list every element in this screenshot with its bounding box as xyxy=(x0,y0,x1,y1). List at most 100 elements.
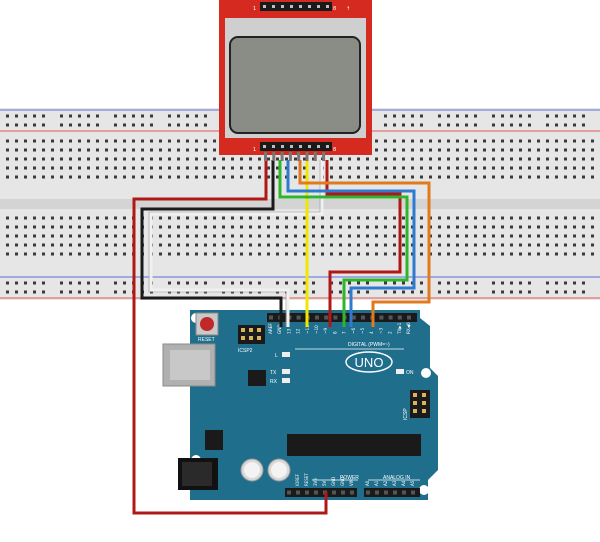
breadboard-hole xyxy=(69,234,72,238)
breadboard-hole xyxy=(69,281,72,285)
reset-button-cap[interactable] xyxy=(200,317,214,331)
breadboard-hole xyxy=(348,225,351,229)
breadboard-hole xyxy=(123,123,126,127)
breadboard-hole xyxy=(402,157,405,161)
breadboard-hole xyxy=(159,225,162,229)
breadboard-hole xyxy=(591,243,594,247)
breadboard-hole xyxy=(258,157,261,161)
breadboard-hole xyxy=(564,139,567,143)
breadboard-hole xyxy=(456,123,459,127)
lcd-pin-leg xyxy=(313,152,317,161)
breadboard-hole xyxy=(258,243,261,247)
breadboard-hole xyxy=(177,148,180,152)
breadboard-hole xyxy=(123,175,126,179)
breadboard-hole xyxy=(537,252,540,256)
breadboard-hole xyxy=(177,252,180,256)
breadboard-hole xyxy=(447,234,450,238)
breadboard-hole xyxy=(60,157,63,161)
breadboard-hole xyxy=(249,234,252,238)
breadboard-hole xyxy=(483,216,486,220)
breadboard-hole xyxy=(501,216,504,220)
breadboard-hole xyxy=(267,234,270,238)
breadboard-hole xyxy=(573,234,576,238)
breadboard-hole xyxy=(393,175,396,179)
breadboard-hole xyxy=(591,139,594,143)
breadboard-hole xyxy=(78,114,81,118)
breadboard-hole xyxy=(60,139,63,143)
breadboard-hole xyxy=(168,234,171,238)
lcd-pin xyxy=(299,145,302,148)
breadboard-hole xyxy=(420,290,423,294)
breadboard-hole xyxy=(357,166,360,170)
breadboard-hole xyxy=(258,216,261,220)
breadboard-hole xyxy=(474,234,477,238)
breadboard-hole xyxy=(447,114,450,118)
breadboard-hole xyxy=(474,281,477,285)
breadboard-hole xyxy=(177,166,180,170)
breadboard-hole xyxy=(240,157,243,161)
breadboard-hole xyxy=(555,225,558,229)
power-pin xyxy=(314,490,318,495)
breadboard-hole xyxy=(447,216,450,220)
breadboard-hole xyxy=(438,139,441,143)
breadboard-hole xyxy=(312,252,315,256)
breadboard-hole xyxy=(456,166,459,170)
breadboard-hole xyxy=(78,225,81,229)
breadboard-hole xyxy=(384,281,387,285)
breadboard-hole xyxy=(87,216,90,220)
breadboard-hole xyxy=(330,225,333,229)
breadboard-hole xyxy=(6,114,9,118)
breadboard-hole xyxy=(177,114,180,118)
lcd-pin-leg xyxy=(288,152,292,161)
breadboard-hole xyxy=(321,234,324,238)
breadboard-hole xyxy=(492,252,495,256)
breadboard-hole xyxy=(6,290,9,294)
breadboard-hole xyxy=(564,243,567,247)
breadboard-hole xyxy=(420,114,423,118)
breadboard-hole xyxy=(303,252,306,256)
breadboard-hole xyxy=(519,148,522,152)
breadboard-hole xyxy=(51,234,54,238)
breadboard-hole xyxy=(204,157,207,161)
power-header-body xyxy=(285,488,357,497)
digital-pin-label: 12 xyxy=(296,328,301,334)
icsp2-header xyxy=(238,325,265,344)
breadboard-hole xyxy=(258,234,261,238)
breadboard-hole xyxy=(510,139,513,143)
lcd-pin xyxy=(290,5,293,8)
breadboard-hole xyxy=(573,139,576,143)
breadboard-hole xyxy=(150,123,153,127)
breadboard-hole xyxy=(33,243,36,247)
breadboard-hole xyxy=(312,234,315,238)
breadboard-hole xyxy=(465,290,468,294)
analog-pin xyxy=(375,490,379,495)
breadboard-hole xyxy=(582,148,585,152)
breadboard-hole xyxy=(24,281,27,285)
breadboard-hole xyxy=(438,157,441,161)
breadboard-hole xyxy=(510,281,513,285)
breadboard-hole xyxy=(474,148,477,152)
power-pin xyxy=(296,490,300,495)
breadboard-hole xyxy=(465,216,468,220)
breadboard-hole xyxy=(132,148,135,152)
breadboard-hole xyxy=(573,114,576,118)
breadboard-hole xyxy=(420,252,423,256)
breadboard-hole xyxy=(132,166,135,170)
lcd-pin-leg xyxy=(280,152,284,161)
breadboard-hole xyxy=(33,175,36,179)
breadboard-hole xyxy=(114,148,117,152)
breadboard-hole xyxy=(60,114,63,118)
breadboard-hole xyxy=(276,225,279,229)
breadboard-hole xyxy=(555,166,558,170)
breadboard-hole xyxy=(285,234,288,238)
breadboard-hole xyxy=(249,243,252,247)
breadboard-hole xyxy=(519,157,522,161)
breadboard-hole xyxy=(420,175,423,179)
power-pin xyxy=(341,490,345,495)
icsp2-pin xyxy=(241,328,245,332)
breadboard-hole xyxy=(132,114,135,118)
breadboard-hole xyxy=(348,243,351,247)
breadboard-hole xyxy=(105,139,108,143)
breadboard-hole xyxy=(456,252,459,256)
breadboard-hole xyxy=(321,225,324,229)
